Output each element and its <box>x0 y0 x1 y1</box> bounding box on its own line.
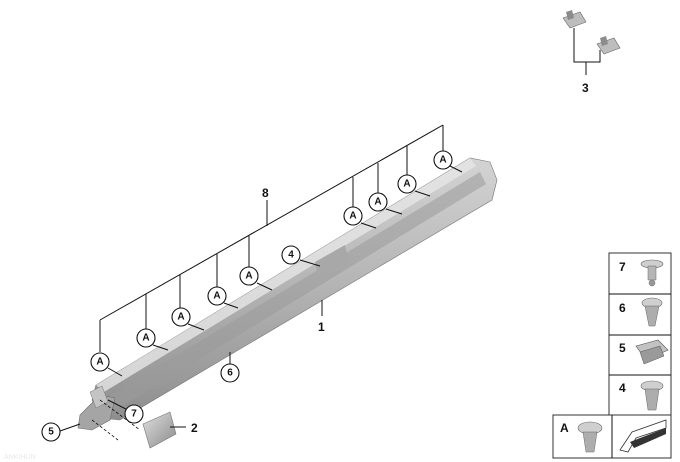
callout-a-7: A <box>368 192 388 212</box>
label-2: 2 <box>191 421 198 435</box>
legend-label-4: 4 <box>619 381 626 395</box>
svg-text:A: A <box>374 197 381 208</box>
clip-set-leaders <box>573 28 601 75</box>
svg-text:A: A <box>96 357 103 368</box>
leader-5 <box>59 423 81 432</box>
clip-set-parts <box>562 10 621 55</box>
svg-text:4: 4 <box>288 250 294 261</box>
leader-7 <box>107 399 129 411</box>
label-1: 1 <box>318 320 325 334</box>
callout-a-5: A <box>239 266 259 286</box>
legend-label-a: A <box>560 421 569 435</box>
svg-text:6: 6 <box>227 368 233 379</box>
svg-text:A: A <box>403 179 410 190</box>
clip-5-icon <box>635 339 669 365</box>
bracket-8 <box>99 124 444 352</box>
svg-text:7: 7 <box>131 409 137 420</box>
clip-6-icon <box>641 297 663 327</box>
callout-4: 4 <box>281 245 301 265</box>
svg-text:A: A <box>213 291 220 302</box>
side-sill-part <box>91 157 498 421</box>
svg-text:A: A <box>439 155 446 166</box>
svg-text:5: 5 <box>48 427 54 438</box>
legend-label-6: 6 <box>619 301 626 315</box>
callout-a-6: A <box>343 206 363 226</box>
callout-6: 6 <box>220 363 240 383</box>
clip-4-icon <box>640 380 664 411</box>
clip-a-icon <box>577 421 603 453</box>
callout-a-8: A <box>397 174 417 194</box>
callout-a-1: A <box>90 352 110 372</box>
callout-a-3: A <box>171 307 191 327</box>
legend-label-5: 5 <box>619 341 626 355</box>
label-3: 3 <box>582 81 589 95</box>
legend-label-7: 7 <box>619 260 626 274</box>
clip-7-icon <box>640 259 664 287</box>
svg-text:A: A <box>177 312 184 323</box>
callout-7: 7 <box>124 404 144 424</box>
svg-text:A: A <box>245 271 252 282</box>
sill-end-bracket <box>77 385 116 431</box>
callout-a-2: A <box>136 328 156 348</box>
svg-text:A: A <box>349 211 356 222</box>
arrow-icon <box>619 419 667 453</box>
watermark: ANKIHUN <box>4 454 36 461</box>
end-cap-part <box>142 411 177 449</box>
a-callout-leaders <box>107 165 463 377</box>
svg-text:A: A <box>142 333 149 344</box>
label-8: 8 <box>262 186 269 200</box>
dashed-guides <box>91 399 141 441</box>
callout-a-4: A <box>207 286 227 306</box>
callout-5: 5 <box>41 422 61 442</box>
callout-a-9: A <box>433 150 453 170</box>
